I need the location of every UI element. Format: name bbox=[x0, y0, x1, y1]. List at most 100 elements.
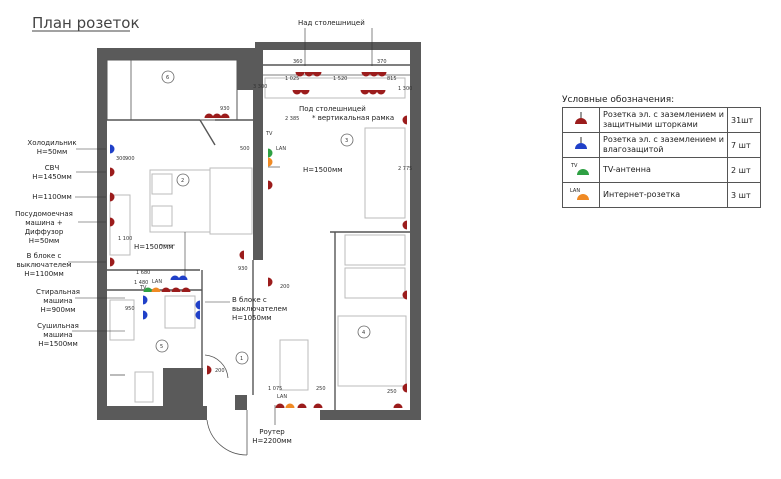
label-dryer: Сушильная bbox=[37, 322, 79, 330]
red-socket-icon bbox=[110, 257, 115, 267]
svg-text:815: 815 bbox=[387, 76, 397, 82]
blue-socket-icon bbox=[110, 144, 115, 154]
svg-text:выключателем: выключателем bbox=[16, 261, 71, 269]
svg-text:930: 930 bbox=[238, 266, 248, 272]
lan-socket-icon bbox=[268, 157, 273, 167]
red-socket-icon bbox=[361, 72, 371, 77]
red-socket-icon bbox=[110, 167, 115, 177]
red-socket-icon bbox=[204, 113, 214, 118]
red-socket-icon bbox=[402, 290, 407, 300]
svg-text:H=50мм: H=50мм bbox=[29, 237, 60, 245]
red-socket-icon bbox=[212, 113, 222, 118]
svg-text:машина: машина bbox=[43, 297, 72, 305]
red-socket-icon bbox=[110, 192, 115, 202]
legend: Условные обозначения: Розетка эл. с зазе… bbox=[562, 95, 762, 208]
red-socket-icon bbox=[268, 277, 273, 287]
label-switch-block-center: В блоке с bbox=[232, 296, 267, 304]
tv-socket-icon bbox=[268, 148, 273, 158]
svg-text:6: 6 bbox=[166, 75, 169, 81]
label-vertical-frame: * вертикальная рамка bbox=[312, 114, 394, 122]
lan-socket-icon: LAN bbox=[570, 188, 589, 200]
svg-text:3: 3 bbox=[345, 138, 348, 144]
legend-title: Условные обозначения: bbox=[562, 95, 675, 105]
svg-text:250: 250 bbox=[387, 389, 397, 395]
svg-text:4: 4 bbox=[362, 330, 365, 336]
svg-text:3 300: 3 300 bbox=[253, 84, 267, 90]
svg-text:360: 360 bbox=[293, 59, 303, 65]
svg-text:H=1450мм: H=1450мм bbox=[32, 173, 72, 181]
page-title: План розеток bbox=[32, 14, 140, 32]
label-router: Роутер bbox=[259, 428, 285, 436]
blue-socket-icon bbox=[143, 295, 148, 305]
tag-lan-2: LAN bbox=[152, 279, 162, 285]
red-socket-icon bbox=[369, 72, 379, 77]
red-socket-icon bbox=[312, 72, 322, 77]
tv-socket-icon bbox=[143, 287, 153, 292]
svg-text:машина +: машина + bbox=[25, 219, 63, 227]
label-washer: Стиральная bbox=[36, 288, 80, 296]
tag-tv-2: TV bbox=[139, 285, 147, 291]
red-socket-icon bbox=[295, 72, 305, 77]
legend-count: 31шт bbox=[727, 107, 761, 133]
svg-text:1 520: 1 520 bbox=[333, 76, 347, 82]
partitions bbox=[106, 59, 410, 456]
svg-text:H=50мм: H=50мм bbox=[37, 148, 68, 156]
red-socket-icon bbox=[161, 287, 171, 292]
svg-text:250: 250 bbox=[316, 386, 326, 392]
legend-text: TV-антенна bbox=[599, 157, 728, 183]
leader-lines bbox=[68, 28, 373, 425]
svg-text:500: 500 bbox=[240, 146, 250, 152]
svg-text:1 300: 1 300 bbox=[398, 86, 412, 92]
red-socket-icon bbox=[368, 90, 378, 95]
furniture bbox=[109, 77, 407, 403]
tag-lan-1: LAN bbox=[276, 146, 286, 152]
legend-count: 2 шт bbox=[727, 157, 761, 183]
label-below-counter: Под столешницей bbox=[299, 105, 366, 113]
svg-text:1: 1 bbox=[240, 356, 243, 362]
svg-text:200: 200 bbox=[215, 368, 225, 374]
lan-socket-icon bbox=[285, 403, 295, 408]
svg-text:H=1050мм: H=1050мм bbox=[232, 314, 272, 322]
legend-text: Розетка эл. с заземлением и защитными шт… bbox=[599, 107, 728, 133]
red-socket-icon bbox=[292, 90, 302, 95]
red-socket-icon bbox=[360, 90, 370, 95]
red-socket-icon bbox=[402, 383, 407, 393]
blue-socket-icon bbox=[178, 275, 188, 280]
walls bbox=[97, 42, 421, 420]
label-microwave: СВЧ bbox=[45, 164, 60, 172]
red-socket-icon bbox=[268, 180, 273, 190]
svg-text:300: 300 bbox=[116, 156, 126, 162]
legend-row: Розетка эл. с заземлением и защитными шт… bbox=[562, 107, 761, 133]
red-socket-icon bbox=[376, 90, 386, 95]
svg-text:H=2200мм: H=2200мм bbox=[252, 437, 292, 445]
legend-row: LAN Интернет-розетка 3 шт bbox=[562, 182, 761, 208]
red-socket-icon bbox=[181, 287, 191, 292]
svg-text:5: 5 bbox=[160, 344, 163, 350]
red-socket-icon bbox=[313, 403, 323, 408]
tag-lan-3: LAN bbox=[277, 394, 287, 400]
svg-text:1 075: 1 075 bbox=[268, 386, 282, 392]
svg-text:950: 950 bbox=[125, 306, 135, 312]
red-socket-icon bbox=[239, 250, 244, 260]
legend-count: 7 шт bbox=[727, 132, 761, 158]
red-socket-icon bbox=[110, 217, 115, 227]
label-above-counter: Над столешницей bbox=[298, 19, 365, 27]
svg-text:370: 370 bbox=[377, 59, 387, 65]
label-dishwasher: Посудомоечная bbox=[15, 210, 73, 218]
red-socket-icon bbox=[171, 287, 181, 292]
red-socket-icon bbox=[393, 403, 403, 408]
legend-table: Розетка эл. с заземлением и защитными шт… bbox=[562, 107, 761, 208]
red-socket-icon bbox=[220, 113, 230, 118]
svg-text:930: 930 bbox=[220, 106, 230, 112]
svg-text:2 775: 2 775 bbox=[398, 166, 412, 172]
svg-text:LAN: LAN bbox=[570, 188, 580, 194]
blue-socket-icon bbox=[170, 275, 180, 280]
red-socket-icon bbox=[304, 72, 314, 77]
svg-text:200: 200 bbox=[280, 284, 290, 290]
sockets bbox=[110, 72, 407, 408]
svg-text:1 025: 1 025 bbox=[285, 76, 299, 82]
legend-row: Розетка эл. с заземлением и влагозащитой… bbox=[562, 132, 761, 158]
red-socket-icon bbox=[300, 90, 310, 95]
svg-text:машина: машина bbox=[43, 331, 72, 339]
